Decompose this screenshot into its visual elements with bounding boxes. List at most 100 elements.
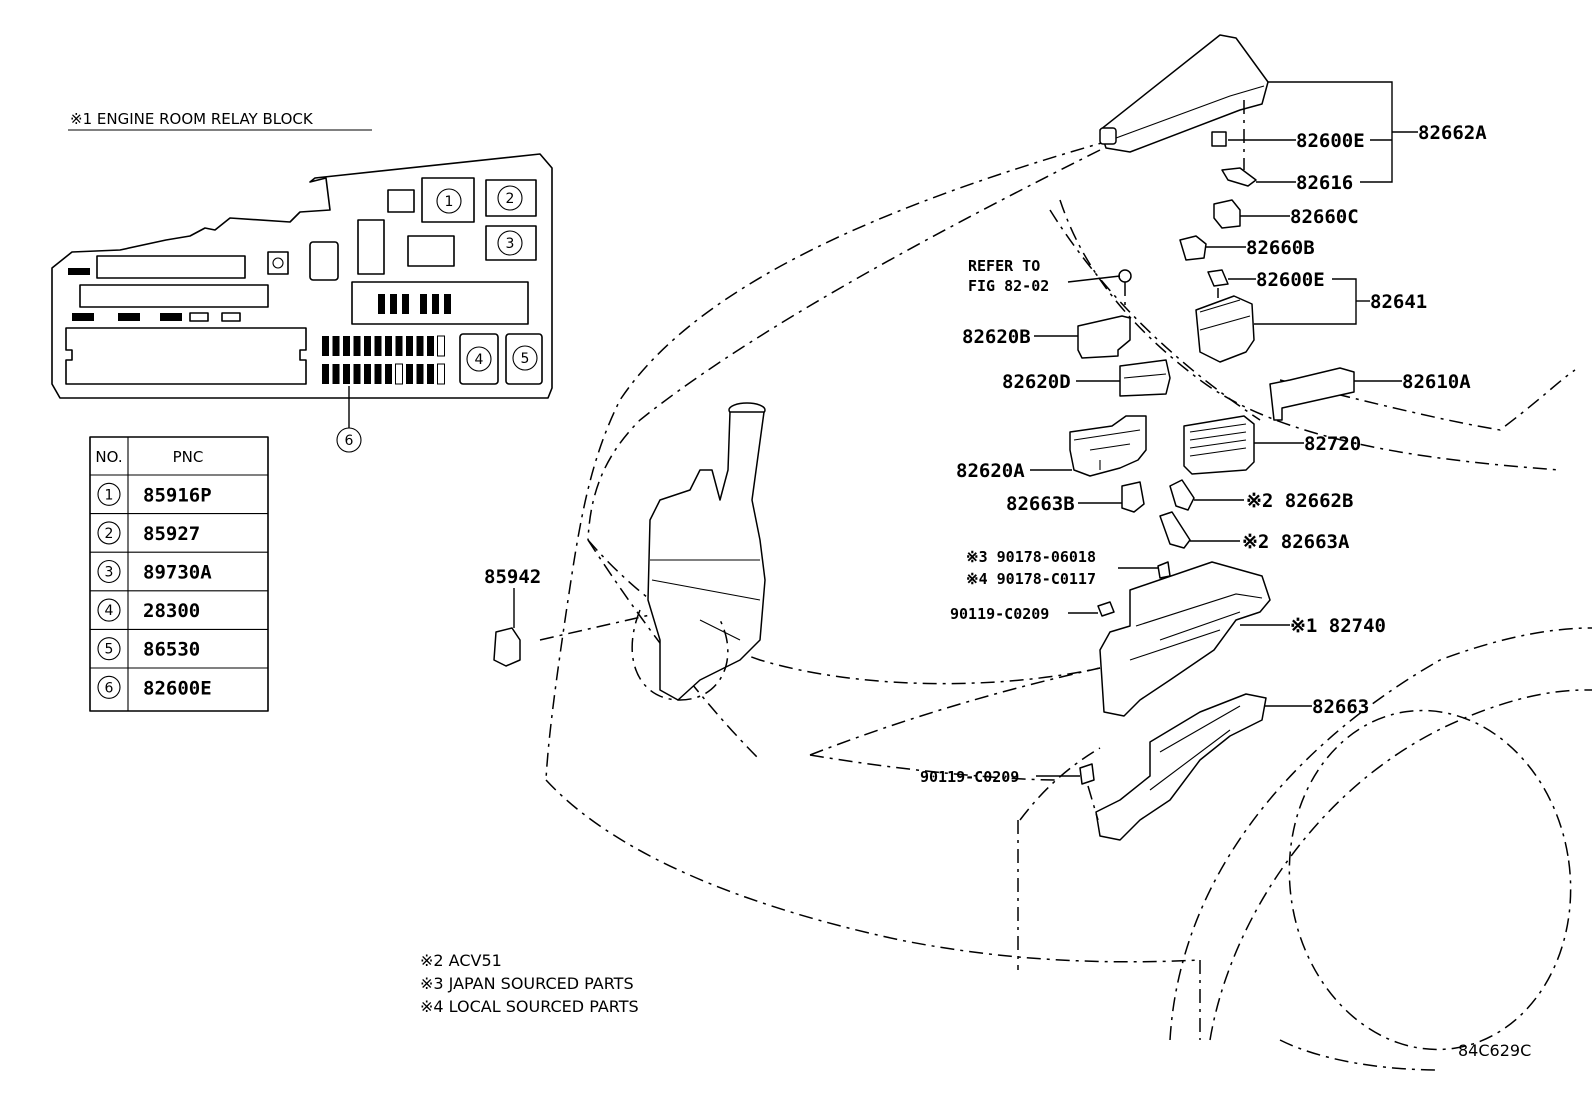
- tire-bottom: [1279, 1039, 1441, 1071]
- bracket-82663-detail: [1149, 705, 1241, 791]
- relay-slot-long-1: [96, 255, 246, 279]
- fuse-mark: [427, 364, 434, 384]
- relay-position-5: 5: [521, 351, 530, 367]
- fuse-mark: [385, 336, 392, 356]
- relay-block-title: ※1 ENGINE ROOM RELAY BLOCK: [70, 110, 314, 128]
- leader-lines: [1030, 81, 1418, 777]
- relay-position-6: 6: [345, 433, 354, 449]
- bracket-82620B: [1077, 315, 1131, 359]
- fog-lamp-leader: [539, 589, 761, 641]
- lower-bumper: [545, 779, 1201, 963]
- fuse-mark-empty: [437, 363, 445, 385]
- row-number: 6: [105, 680, 114, 696]
- fuse-mark: [364, 364, 371, 384]
- relay-block-connector: [65, 327, 307, 385]
- row-pnc: 28300: [143, 600, 200, 622]
- fender-lower: [1019, 747, 1101, 821]
- row-pnc: 85916P: [143, 484, 212, 506]
- relay-position-4-circle: [466, 346, 492, 372]
- pnc-header-no: NO.: [95, 448, 122, 466]
- fuse-mark: [374, 364, 382, 384]
- bolt-90119-upper: [1097, 601, 1115, 617]
- relay-position-2-box: [485, 179, 537, 217]
- hood-line-outer: [545, 139, 1113, 781]
- fuse-block-detail: [1199, 299, 1251, 331]
- fuse-bank-lower: [322, 335, 445, 385]
- clip-82663A: [1159, 511, 1191, 549]
- callout-82600E-mid: 82600E: [1256, 269, 1325, 291]
- fuse-mark-empty: [395, 363, 403, 385]
- fender-top: [1059, 199, 1561, 471]
- connector-85942: [493, 627, 521, 667]
- callout-refer-line2: FIG 82-02: [968, 277, 1049, 295]
- fuse-mark-empty: [189, 312, 209, 322]
- fuse-mark-empty: [221, 312, 241, 322]
- callout-85942: 85942: [484, 566, 541, 588]
- row-number-circle: [97, 559, 121, 584]
- fuse-mark: [343, 336, 350, 356]
- clip-82663B: [1121, 481, 1145, 513]
- small-relay: [267, 251, 289, 275]
- fuse-mark: [118, 313, 140, 321]
- callout-82616: 82616: [1296, 172, 1353, 194]
- row-number: 1: [105, 487, 114, 503]
- row-number-circle: [97, 482, 121, 506]
- fuse-mark: [406, 364, 413, 384]
- washer-tank-body: [647, 411, 766, 701]
- note-acv51: ※2 ACV51: [420, 951, 502, 970]
- relay-position-3: 3: [506, 236, 515, 252]
- clip-82662B: [1169, 479, 1195, 511]
- clip-82600E-top: [1211, 131, 1227, 147]
- ecu-82720-ribs: [1189, 423, 1247, 457]
- callout-82620B: 82620B: [962, 326, 1031, 348]
- relay-block-box-82740: [1099, 561, 1271, 717]
- relay-position-1-box: [421, 177, 475, 223]
- fuse-mark: [68, 268, 90, 275]
- callout-90119-upper: 90119-C0209: [950, 605, 1049, 623]
- fuse-mark: [332, 336, 340, 356]
- relay-position-1: 1: [445, 194, 454, 210]
- relay-position-4: 4: [475, 352, 484, 368]
- headlamp-line: [809, 667, 1101, 756]
- fuse-mark: [353, 336, 361, 356]
- clip-82600E-mid: [1207, 269, 1229, 287]
- figure-code: 84C629C: [1458, 1041, 1531, 1060]
- fuse-mark-empty: [437, 335, 445, 357]
- relay-block-cover-latch: [1099, 127, 1117, 145]
- fascia-line: [587, 539, 761, 761]
- row-pnc: 82600E: [143, 677, 212, 699]
- relay-slot-long-2: [79, 284, 269, 308]
- bolt-90119-lower: [1079, 763, 1095, 785]
- callout-82663A: ※2 82663A: [1242, 531, 1350, 553]
- fuse-mark: [427, 336, 434, 356]
- headlamp-lower: [809, 754, 1061, 781]
- callout-90178-06018: ※3 90178-06018: [966, 548, 1096, 566]
- callout-82660C: 82660C: [1290, 206, 1359, 228]
- row-number-circle: [97, 598, 121, 622]
- relay-82660B: [1179, 235, 1207, 261]
- fuse-mark: [395, 336, 403, 356]
- fuse-mark: [322, 364, 329, 384]
- bracket-82620D-detail: [1123, 373, 1167, 379]
- row-number-circle: [97, 637, 121, 661]
- refer-nut: [1118, 269, 1132, 283]
- callout-90119-lower: 90119-C0209: [920, 768, 1019, 786]
- relay-82660C: [1213, 199, 1241, 229]
- row-number-circle: [97, 675, 121, 699]
- clip-82616: [1221, 167, 1257, 187]
- washer-motor-phantom: [631, 609, 729, 701]
- note-local-sourced: ※4 LOCAL SOURCED PARTS: [420, 997, 639, 1016]
- pnc-header-pnc: PNC: [173, 448, 204, 466]
- row-number-circle: [97, 521, 121, 545]
- engine-room-parts: [493, 34, 1355, 841]
- fuse-mark: [416, 364, 424, 384]
- callout-82641: 82641: [1370, 291, 1427, 313]
- fuse-mark: [416, 336, 424, 356]
- callout-refer-line1: REFER TO: [968, 257, 1040, 275]
- nut-90178: [1157, 561, 1171, 579]
- callout-82662B: ※2 82662B: [1246, 490, 1353, 512]
- fuse-mark: [72, 313, 94, 321]
